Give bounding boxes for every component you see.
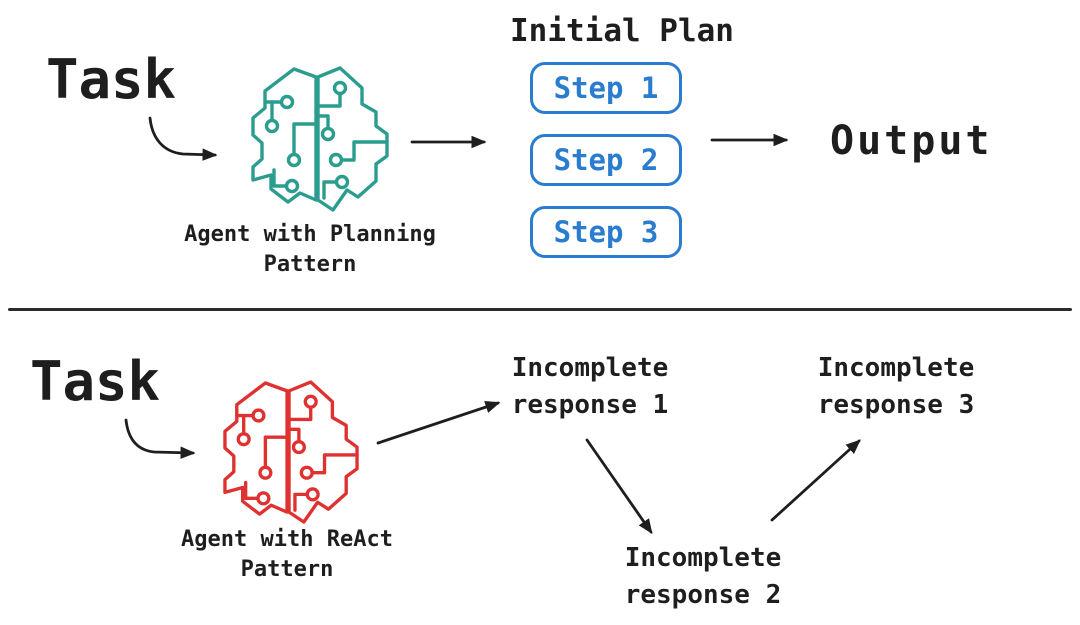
planning-agent-caption: Agent with Planning Pattern (160, 220, 460, 280)
react-agent-caption-line1: Agent with ReAct (181, 527, 393, 552)
step-1-label: Step 1 (553, 71, 659, 105)
step-2-label: Step 2 (553, 143, 659, 177)
step-1-box: Step 1 (530, 62, 682, 114)
agent-to-plan-arrow (410, 135, 487, 149)
step-3-label: Step 3 (553, 215, 659, 249)
incomplete-response-3-label: Incomplete response 3 (801, 350, 991, 424)
step-2-box: Step 2 (530, 134, 682, 186)
initial-plan-title: Initial Plan (510, 13, 734, 49)
agent-to-response-1-arrow (376, 401, 501, 445)
incomplete-response-2-label: Incomplete response 2 (608, 540, 798, 614)
response-1-to-2-arrow (585, 438, 653, 535)
incomplete-response-1-label: Incomplete response 1 (495, 350, 685, 424)
react-agent-caption: Agent with ReAct Pattern (137, 525, 437, 585)
planning-agent-caption-line1: Agent with Planning (184, 222, 436, 247)
task-to-agent-arrow (124, 418, 196, 459)
react-agent-caption-line2: Pattern (240, 557, 334, 582)
incomplete-response-2-line1: Incomplete (624, 543, 782, 573)
incomplete-response-3-line2: response 3 (817, 390, 975, 420)
incomplete-response-2-line2: response 2 (624, 580, 782, 610)
response-2-to-3-arrow (770, 439, 861, 522)
task-label: Task (46, 48, 177, 111)
task-to-agent-arrow (148, 116, 218, 161)
plan-to-output-arrow (710, 133, 789, 147)
incomplete-response-1-line1: Incomplete (511, 353, 669, 383)
output-label: Output (830, 118, 993, 164)
react-agent-brain-icon (222, 378, 360, 526)
incomplete-response-1-line2: response 1 (511, 390, 669, 420)
section-divider (8, 308, 1072, 311)
step-3-box: Step 3 (530, 206, 682, 258)
incomplete-response-3-line1: Incomplete (817, 353, 975, 383)
planning-agent-caption-line2: Pattern (263, 252, 357, 277)
task-label: Task (30, 350, 161, 413)
